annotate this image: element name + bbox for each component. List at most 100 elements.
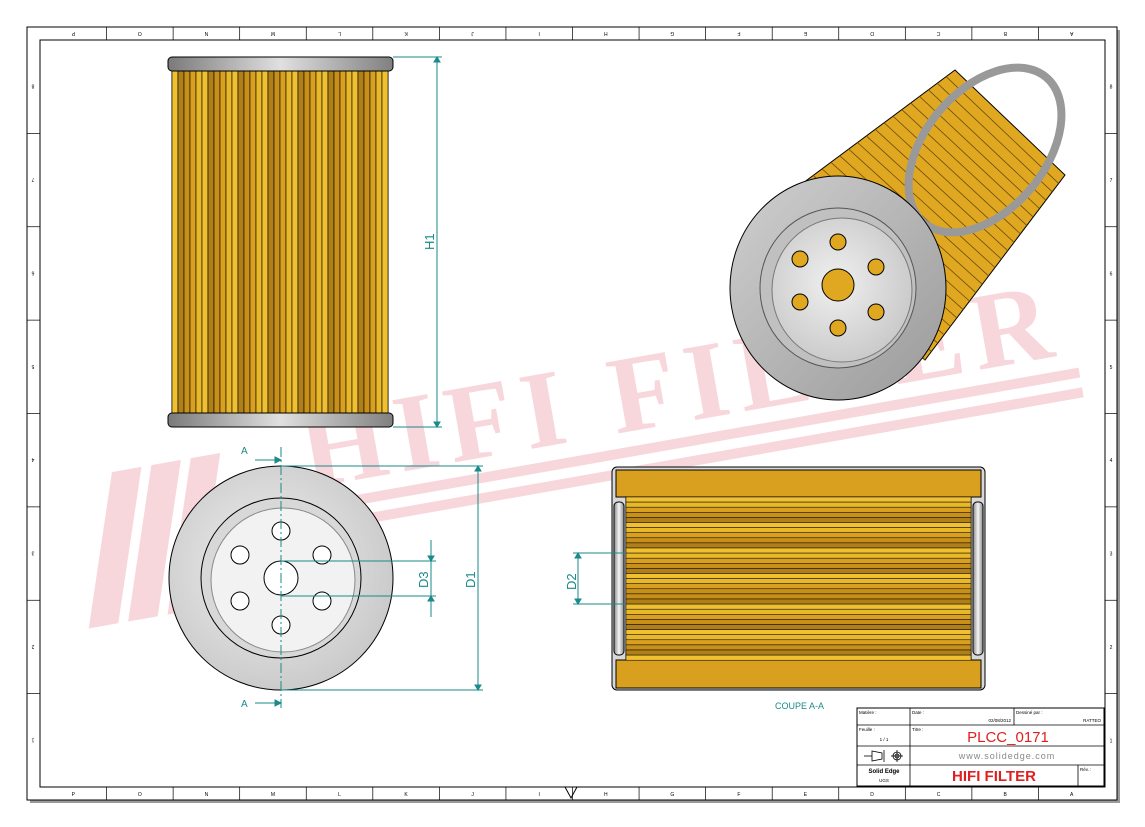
column-label: L [338, 792, 341, 798]
pleat [345, 69, 353, 414]
column-label: E [804, 792, 808, 798]
column-label: F [737, 30, 740, 36]
pleat [625, 614, 972, 620]
column-label: O [138, 30, 142, 36]
section-mark-top: A [241, 446, 248, 457]
pleat [321, 69, 329, 414]
pleat [189, 69, 197, 414]
column-label: A [1069, 30, 1073, 36]
pleat [625, 522, 972, 528]
column-label: N [205, 792, 209, 798]
row-label: 4 [1110, 458, 1113, 464]
row-label: 3 [31, 550, 34, 556]
pleat [207, 69, 215, 414]
pleat [625, 542, 972, 549]
sheet-value: 1 / 1 [880, 737, 889, 742]
pleat [625, 644, 972, 651]
pleat [625, 619, 972, 625]
top-end-cap [167, 56, 394, 72]
row-label: 7 [31, 176, 34, 182]
column-label: I [539, 30, 540, 36]
pleat [177, 69, 185, 414]
pleat [625, 624, 972, 630]
section-mark-bottom: A [241, 699, 248, 710]
pleat [625, 578, 972, 584]
pleat [183, 69, 191, 414]
pleat [857, 142, 996, 268]
column-label: D [870, 30, 874, 36]
pleat [625, 532, 972, 539]
column-label: B [1003, 792, 1007, 798]
column-label: C [937, 792, 941, 798]
website: www.solidedge.com [958, 751, 1056, 761]
column-label: P [71, 30, 75, 36]
front-view: H1 [167, 56, 442, 428]
pleat [333, 69, 341, 414]
pleat [625, 501, 972, 508]
pleat [273, 69, 281, 414]
column-label: K [404, 30, 408, 36]
pleat [625, 527, 972, 533]
column-label: L [338, 30, 341, 36]
pleat [625, 517, 972, 523]
column-label: D [870, 792, 874, 798]
pleat [625, 598, 972, 605]
pleat [625, 649, 972, 656]
pleat [267, 69, 275, 414]
drawn-by-value: RATTEO [1083, 718, 1101, 723]
column-label: N [204, 30, 208, 36]
bottom-end-cap [167, 412, 394, 428]
column-label: J [471, 792, 474, 798]
pleat [351, 69, 359, 414]
centering-mark [564, 786, 578, 800]
pleat [201, 69, 209, 414]
pleat [225, 69, 233, 414]
row-label: 4 [31, 456, 34, 462]
border-zone-markers: PPOONNMMLLKKJJIIHHGGFFEEDDCCBBAA88776655… [27, 27, 1117, 800]
pleat [327, 69, 335, 414]
end-view: A A D1 D3 [168, 446, 483, 710]
column-label: I [539, 792, 540, 798]
pleat [237, 69, 245, 414]
column-label: H [604, 792, 608, 798]
pleat [309, 69, 317, 414]
column-label: C [936, 30, 940, 36]
pleat [213, 69, 221, 414]
column-label: M [271, 792, 275, 798]
pleat [375, 69, 383, 414]
pleat [279, 69, 287, 414]
title-block: Matière : Date : 02/08/2012 Dessiné par … [856, 707, 1105, 787]
column-label: G [670, 30, 674, 36]
row-label: 2 [31, 643, 34, 649]
pleat [936, 82, 1053, 193]
pleat [171, 69, 179, 414]
row-label: 7 [1110, 178, 1113, 184]
row-label: 1 [1110, 738, 1113, 744]
dimension-label-d3: D3 [416, 571, 431, 588]
row-label: 8 [1110, 85, 1113, 91]
brand-name: HIFI FILTER [952, 768, 1036, 785]
column-label: J [471, 30, 474, 36]
pleat [928, 89, 1047, 201]
dimension-label-d1: D1 [463, 571, 478, 588]
pleat [291, 69, 299, 414]
dimension-h1 [393, 56, 442, 428]
pleat [625, 552, 972, 559]
center-hole [821, 268, 855, 302]
pleat [381, 69, 389, 414]
row-label: 1 [31, 736, 34, 742]
pleat [357, 69, 365, 414]
row-label: 8 [31, 83, 34, 89]
revision-label: Rév. : [1080, 767, 1091, 772]
pleat [945, 76, 1059, 184]
row-label: 6 [31, 269, 34, 275]
pleat [297, 69, 305, 414]
pleats-vertical [171, 69, 389, 414]
pleat [625, 634, 972, 641]
date-label: Date : [912, 710, 924, 715]
pleat [339, 69, 347, 414]
pleat [625, 629, 972, 635]
pleat [625, 547, 972, 554]
pleat [625, 496, 972, 503]
